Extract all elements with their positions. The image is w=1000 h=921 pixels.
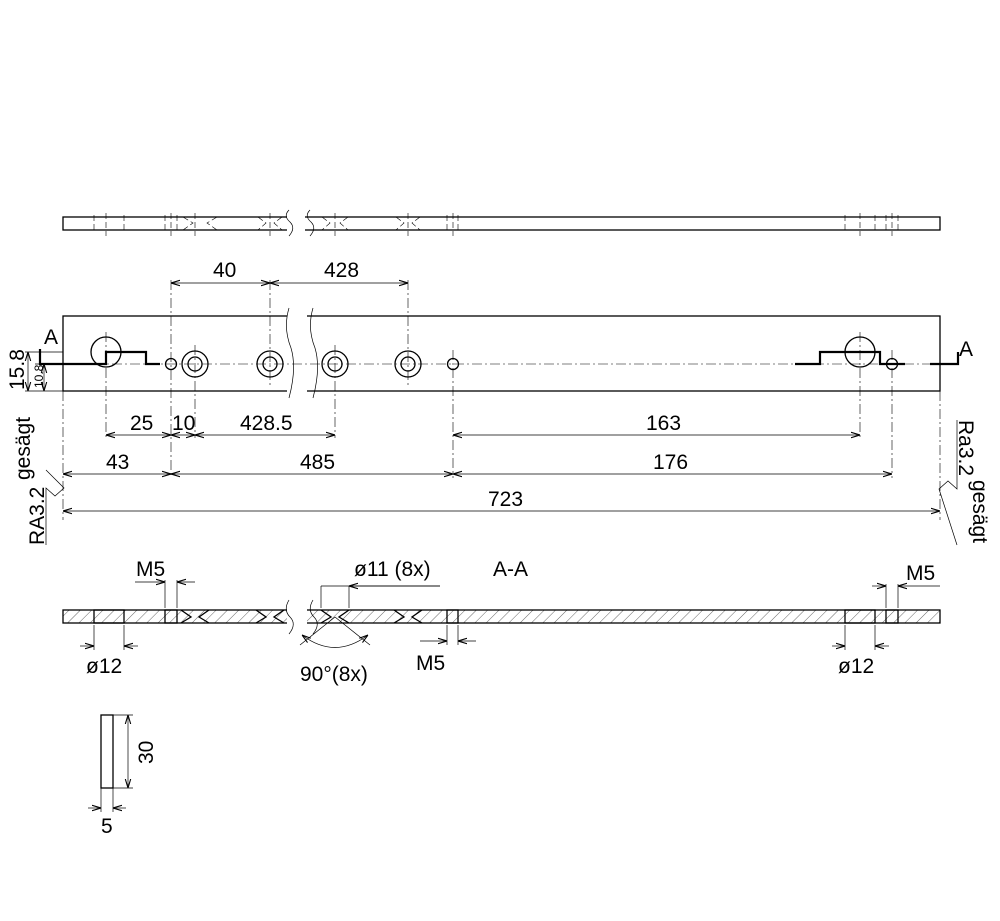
dim-10-8: 10.8 <box>32 363 63 391</box>
svg-text:RA3.2: RA3.2 <box>26 487 49 545</box>
surface-finish-right: Ra3.2 gesägt <box>938 420 991 546</box>
dia12-label-right: ø12 <box>838 655 874 678</box>
svg-text:43: 43 <box>106 451 129 474</box>
dim-485: 485 <box>171 451 453 474</box>
surface-finish-left: gesägt RA3.2 <box>12 417 65 545</box>
svg-text:gesägt: gesägt <box>12 417 35 480</box>
svg-text:10.8: 10.8 <box>32 364 46 388</box>
dim-10: 10 <box>171 412 195 435</box>
dim-428-5: 428.5 <box>195 412 335 435</box>
angle-label: 90°(8x) <box>300 663 368 686</box>
dim-723: 723 <box>63 488 940 511</box>
dim-43: 43 <box>63 451 171 474</box>
m5-label-mid: M5 <box>416 652 445 675</box>
svg-text:40: 40 <box>213 259 236 282</box>
svg-text:176: 176 <box>653 451 688 474</box>
dim-25: 25 <box>106 412 171 435</box>
dim-5: 5 <box>101 815 113 838</box>
end-view: 30 5 <box>88 714 158 838</box>
svg-text:428.5: 428.5 <box>240 412 293 435</box>
front-view <box>38 280 960 520</box>
svg-text:428: 428 <box>324 259 359 282</box>
svg-text:Ra3.2: Ra3.2 <box>954 420 977 476</box>
dim-30: 30 <box>135 741 158 764</box>
m5-label-left: M5 <box>136 558 165 581</box>
svg-text:25: 25 <box>130 412 153 435</box>
section-title: A-A <box>493 558 528 581</box>
svg-text:163: 163 <box>646 412 681 435</box>
section-marker-left: A <box>44 326 58 349</box>
section-view: A-A M5 ø11 (8x) M5 M5 ø12 <box>62 558 941 686</box>
svg-text:gesägt: gesägt <box>968 480 991 543</box>
svg-text:723: 723 <box>488 488 523 511</box>
dim-15-8: 15.8 <box>6 349 63 392</box>
dim-40: 40 <box>171 259 270 283</box>
svg-text:10: 10 <box>172 412 195 435</box>
dia12-label-left: ø12 <box>86 655 122 678</box>
dim-176: 176 <box>453 451 892 474</box>
m5-label-right: M5 <box>906 562 935 585</box>
section-marker-right: A <box>959 338 973 361</box>
top-view <box>62 209 941 237</box>
hole11-label: ø11 (8x) <box>354 558 431 581</box>
svg-text:15.8: 15.8 <box>6 349 29 390</box>
dim-428: 428 <box>270 259 408 283</box>
svg-text:485: 485 <box>300 451 335 474</box>
dim-163: 163 <box>453 412 860 435</box>
